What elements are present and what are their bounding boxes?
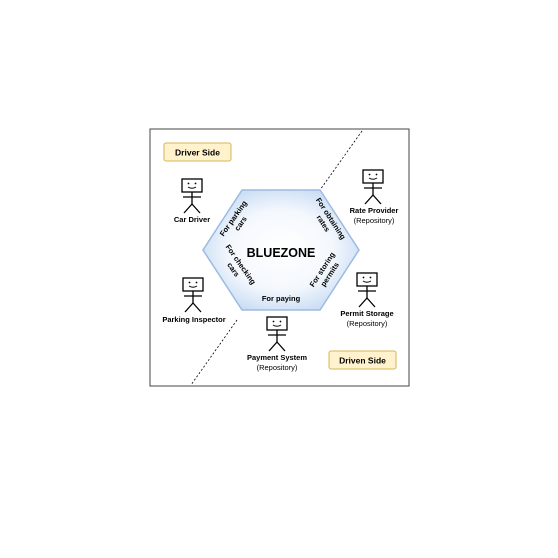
actor-parking-inspector-name: Parking Inspector <box>162 315 225 324</box>
actor-permit-storage-name: Permit Storage <box>340 309 393 318</box>
divider-line-top <box>319 130 363 191</box>
actor-permit-storage: Permit Storage (Repository) <box>340 272 394 328</box>
actor-rate-provider-role: (Repository) <box>354 216 395 225</box>
actor-rate-provider-name: Rate Provider <box>350 206 399 215</box>
actor-payment-system: Payment System (Repository) <box>247 316 307 372</box>
core-title: BLUEZONE <box>247 246 316 260</box>
actor-permit-storage-role: (Repository) <box>347 319 388 328</box>
actor-car-driver: Car Driver <box>174 178 210 224</box>
driven-side-box <box>328 350 397 370</box>
driver-side-box <box>163 142 232 162</box>
bluezone-hexagon <box>202 189 360 311</box>
actor-parking-inspector: Parking Inspector <box>162 277 226 324</box>
port-label-paying: For paying <box>262 294 301 303</box>
divider-line-bottom <box>190 319 238 386</box>
driven-side-label: Driven Side <box>339 356 386 366</box>
actor-payment-system-name: Payment System <box>247 353 307 362</box>
actor-car-driver-name: Car Driver <box>174 215 210 224</box>
actor-rate-provider: Rate Provider (Repository) <box>350 169 399 225</box>
actor-payment-system-role: (Repository) <box>257 363 298 372</box>
driver-side-label: Driver Side <box>175 148 220 158</box>
